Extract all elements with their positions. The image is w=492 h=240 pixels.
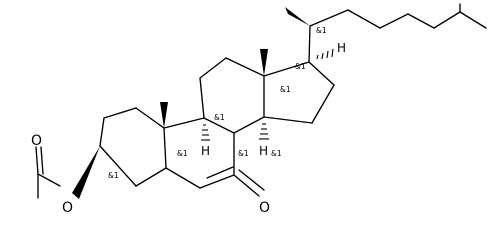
ring-d-bonds bbox=[263, 61, 335, 124]
stereo-label-c14: &1 bbox=[271, 149, 282, 158]
ring-a-bonds bbox=[99, 107, 167, 187]
acetate-bonds bbox=[35, 146, 61, 199]
hydrogen-c17: H bbox=[337, 41, 346, 55]
stereo-bonds bbox=[72, 7, 334, 199]
stereo-label-c8: &1 bbox=[238, 149, 249, 158]
stereo-label-c20: &1 bbox=[316, 26, 327, 35]
stereo-label-c13: &1 bbox=[280, 85, 291, 94]
carbonyl-oxygen: O bbox=[31, 133, 42, 149]
stereo-label-c17: &1 bbox=[295, 62, 306, 71]
hydrogen-c9: H bbox=[201, 144, 210, 158]
ketone-oxygen: O bbox=[259, 200, 270, 216]
stereo-label-c3: &1 bbox=[108, 171, 119, 180]
hydrogen-c14: H bbox=[259, 144, 268, 158]
structural-formula: O O O H H H &1 &1 &1 &1 &1 &1 &1 &1 bbox=[31, 3, 487, 216]
ring-c-bonds bbox=[199, 57, 265, 134]
stereo-label-c9: &1 bbox=[214, 113, 225, 122]
ester-oxygen: O bbox=[62, 200, 73, 216]
side-chain-bonds bbox=[308, 3, 487, 63]
ring-b-bonds bbox=[163, 117, 265, 197]
stereo-label-c10: &1 bbox=[177, 149, 188, 158]
